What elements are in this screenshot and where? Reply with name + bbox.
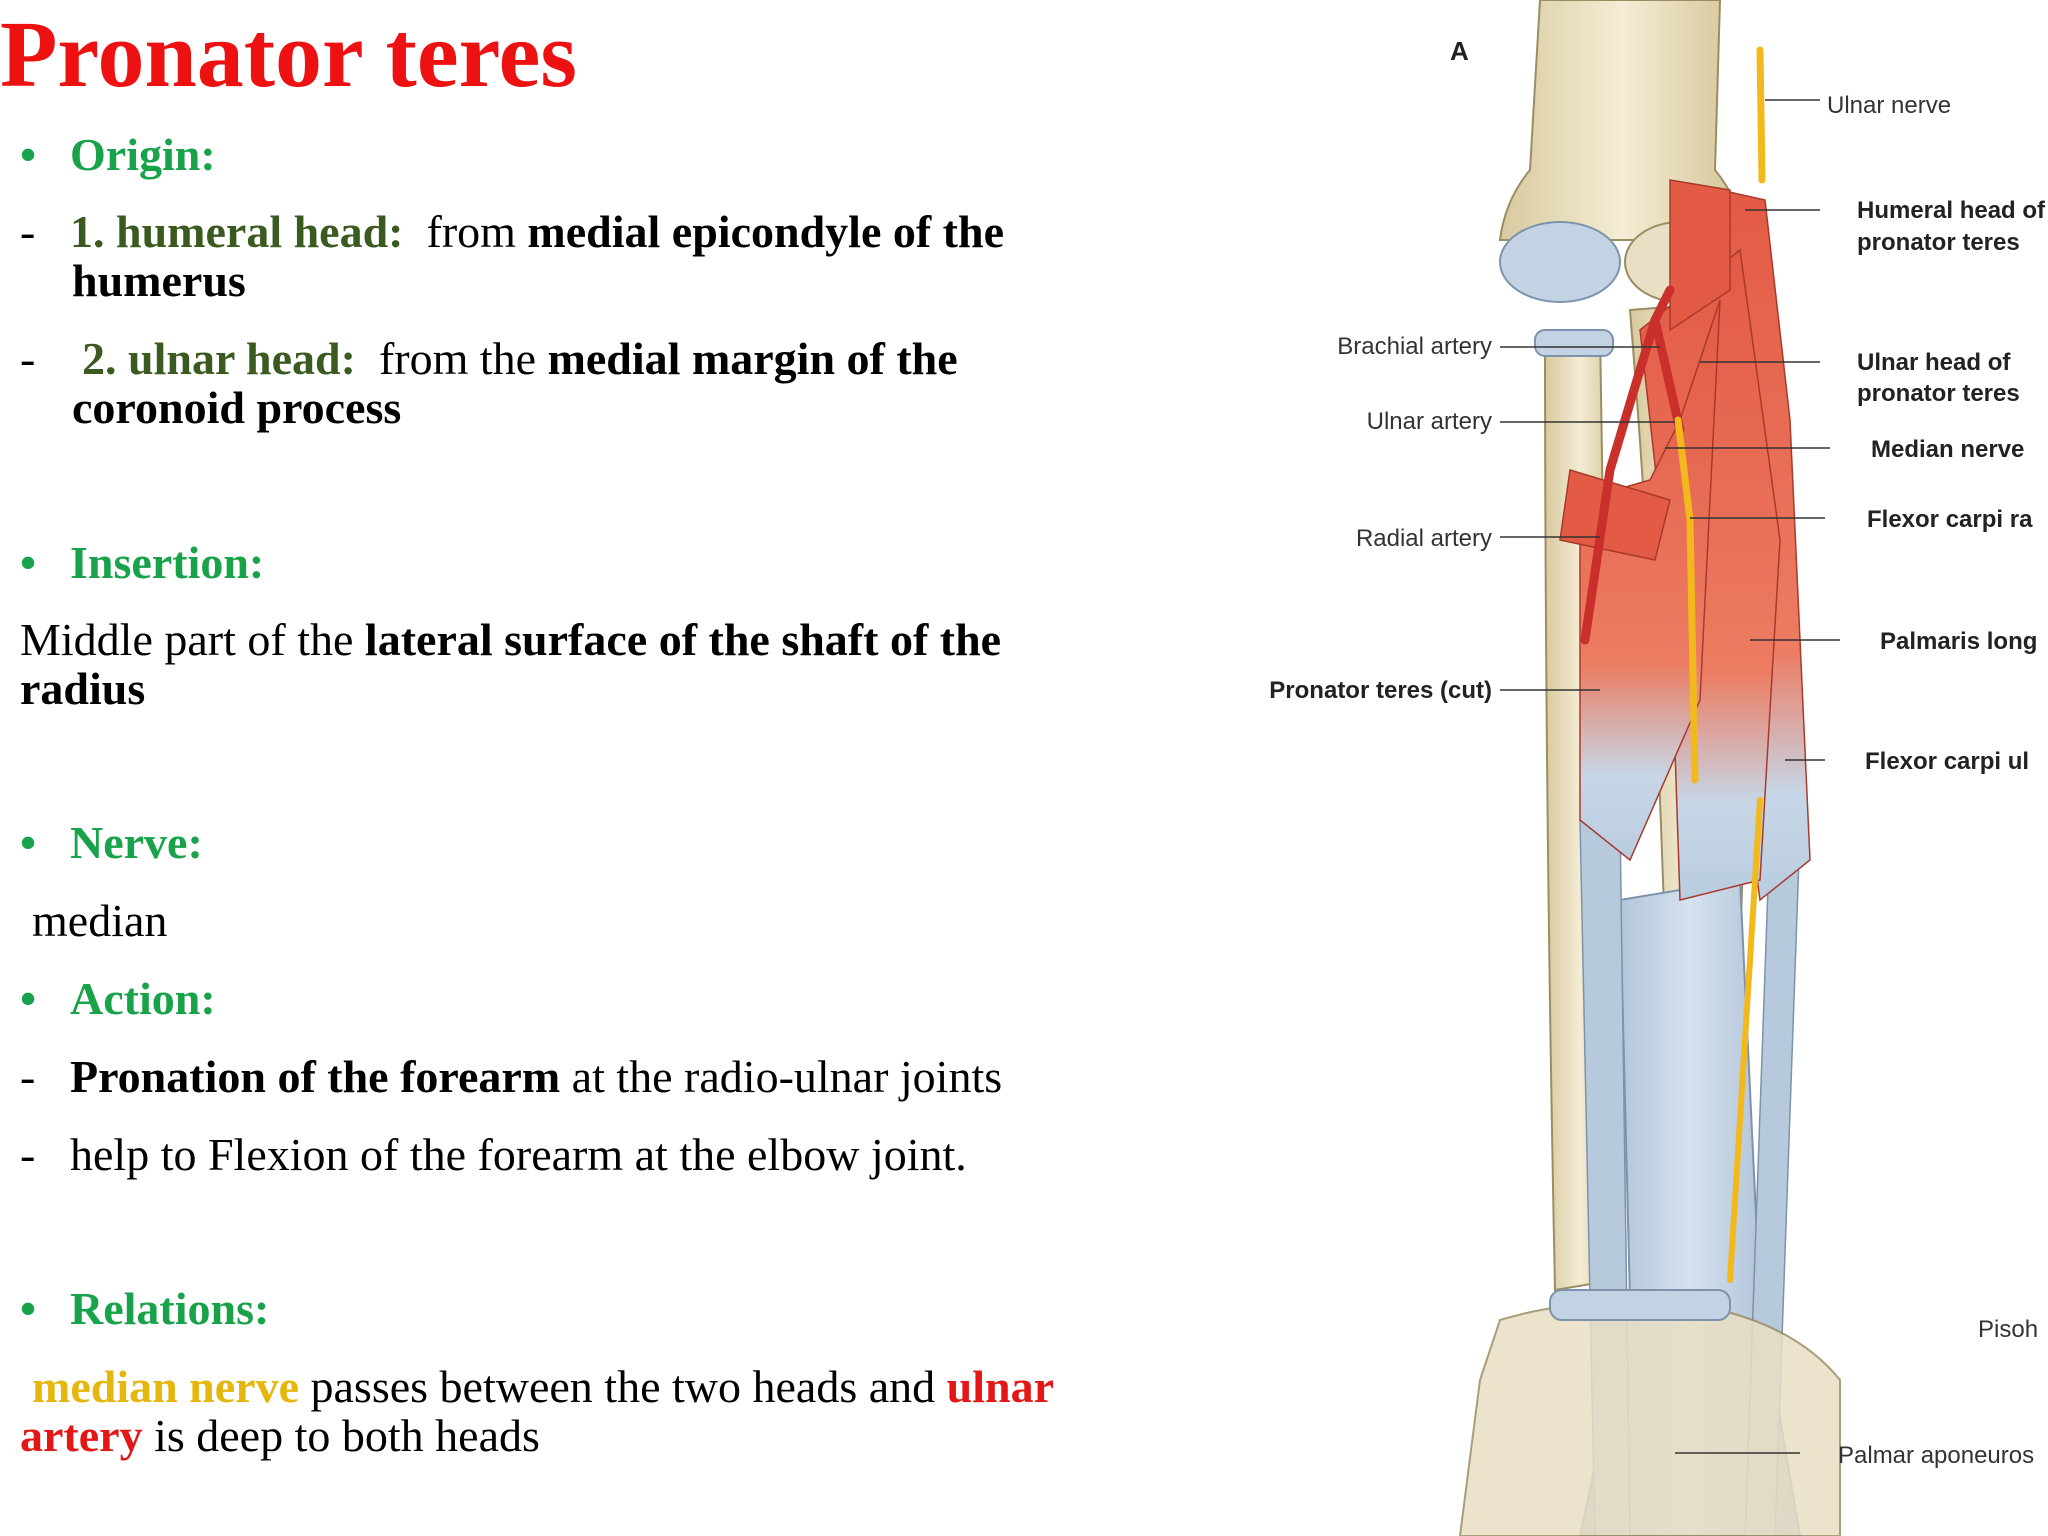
relations-ulnar: ulnar [946,1361,1055,1412]
nerve-heading: Nerve: [70,817,203,868]
action-section: • Action: [20,974,216,1024]
bullet-icon: • [20,973,37,1024]
relations-median-nerve: median nerve [32,1361,300,1412]
action-item-2: -help to Flexion of the forearm at the e… [20,1130,967,1180]
carpal-bones [1458,1301,1841,1536]
label-ulnar-head-1: Ulnar head of [1857,349,2011,376]
relations-end: is deep to both heads [142,1410,540,1461]
ulnar-nerve [1756,46,1766,184]
page-title: Pronator teres [0,3,577,107]
insertion-pre: Middle part of the [20,614,365,665]
radial-head-cartilage [1534,329,1614,357]
flexor-carpi-radialis-muscle [1579,299,1721,862]
relations-section: • Relations: [20,1284,269,1334]
origin-ulnar-line: -2. ulnar head: from the medial margin o… [20,334,958,384]
origin-section: • Origin: [20,130,216,180]
label-brachial-artery: Brachial artery [1337,333,1492,360]
bullet-icon: • [20,129,37,180]
bullet-icon: • [20,1283,37,1334]
action-item-1: -Pronation of the forearm at the radio-u… [20,1052,1002,1102]
label-flexor-carpi-radialis: Flexor carpi ra [1867,506,2033,533]
panel-letter: A [1450,36,1469,66]
leader-lines-left [1500,346,1675,691]
action-item-1-bold: Pronation of the forearm [70,1051,561,1102]
ulnar-head-label: 2. ulnar head: [82,333,356,384]
action-item-1-rest: at the radio-ulnar joints [560,1051,1003,1102]
nerve-value: median [32,895,168,946]
forearm-anatomy-illustration: A Ulnar nerve [1269,0,2046,1536]
ulnar-head-origin: medial margin of the [547,333,958,384]
label-humeral-head-1: Humeral head of [1857,197,2046,224]
ulnar-head-pre: from the [355,333,548,384]
relations-artery: artery [20,1410,143,1461]
label-flexor-carpi-ulnaris: Flexor carpi ul [1865,748,2029,775]
label-palmaris-longus: Palmaris long [1880,628,2037,655]
action-heading: Action: [70,973,216,1024]
label-median-nerve: Median nerve [1871,436,2024,463]
relations-heading: Relations: [70,1283,270,1334]
dash-icon: - [20,333,36,384]
radial-artery [1580,315,1660,645]
flexor-retinaculum [1549,1289,1731,1321]
action-item-2-text: help to Flexion of the forearm at the el… [70,1129,967,1180]
label-ulnar-artery: Ulnar artery [1367,408,1492,435]
insertion-bold-cont: radius [20,663,146,714]
label-ulnar-head-2: pronator teres [1857,380,2020,407]
dash-icon: - [20,1129,36,1180]
label-pronator-teres-cut: Pronator teres (cut) [1269,677,1492,704]
label-radial-artery: Radial artery [1356,525,1492,552]
median-nerve [1674,416,1699,784]
insertion-section: • Insertion: [20,538,264,588]
insertion-heading: Insertion: [70,537,265,588]
dash-icon: - [20,206,36,257]
label-humeral-head-2: pronator teres [1857,229,2020,256]
humeral-head-origin: medial epicondyle of the [527,206,1004,257]
label-ulnar-nerve: Ulnar nerve [1827,92,1951,119]
brachial-artery [1650,285,1675,325]
insertion-text: Middle part of the lateral surface of th… [20,615,1001,665]
relations-mid: passes between the two heads and [299,1361,947,1412]
bullet-icon: • [20,537,37,588]
humeral-head-pronator-teres [1669,179,1731,332]
humeral-head-origin-cont: humerus [72,255,246,306]
bullet-icon: • [20,817,37,868]
relations-text: median nerve passes between the two head… [32,1362,1054,1412]
dash-icon: - [20,1051,36,1102]
origin-heading: Origin: [70,129,216,180]
label-palmar-aponeurosis: Palmar aponeuros [1838,1442,2034,1469]
leader-lines-right [1665,99,1840,1454]
ulnar-artery [1650,315,1685,435]
capitulum-cartilage [1499,221,1621,303]
relations-text-cont: artery is deep to both heads [20,1411,540,1461]
humeral-head-label: 1. humeral head: [70,206,404,257]
ulnar-nerve-distal [1727,797,1763,1283]
insertion-bold: lateral surface of the shaft of the [364,614,1002,665]
label-pisohamate: Pisoh [1978,1316,2038,1343]
ulnar-head-origin-cont: coronoid process [72,382,402,433]
humeral-head-pre: from [403,206,528,257]
origin-humeral-line: -1. humeral head: from medial epicondyle… [20,207,1004,257]
nerve-section: • Nerve: [20,818,203,868]
